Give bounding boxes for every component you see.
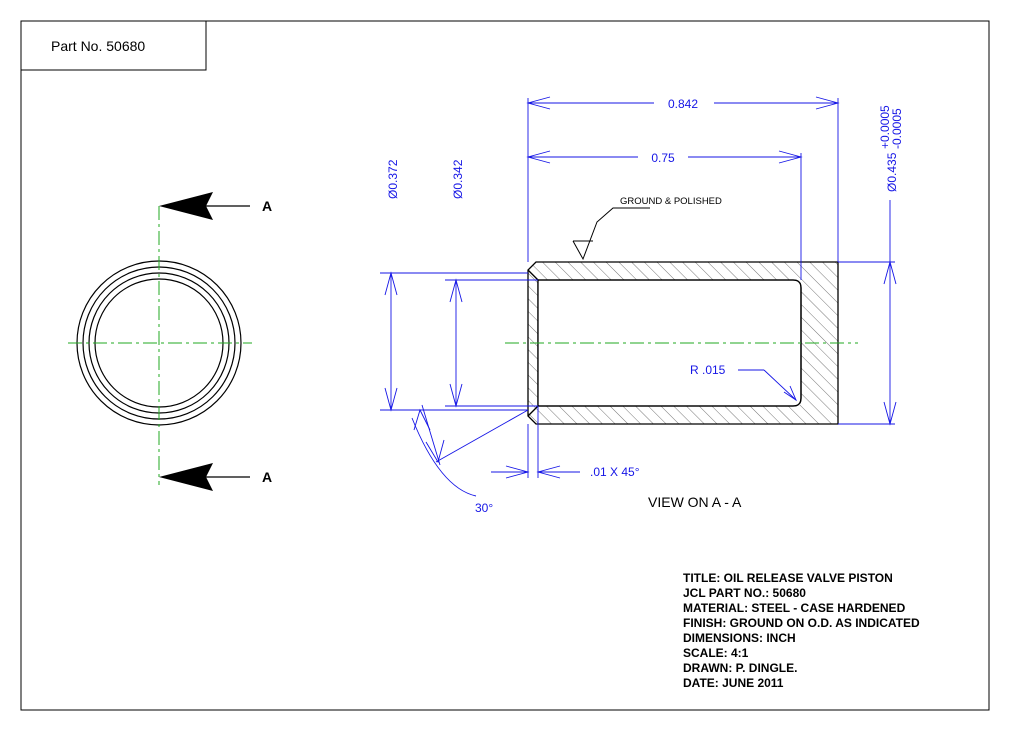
title-block-finish: FINISH: GROUND ON O.D. AS INDICATED — [683, 616, 920, 630]
dim-dia-0342: Ø0.342 — [449, 159, 465, 408]
dim-outer-tol-plus: +0.0005 — [878, 105, 892, 149]
part-number-box: Part No. 50680 — [20, 20, 207, 71]
dim-bore-length: 0.75 — [526, 149, 803, 165]
part-number-label: Part No. 50680 — [51, 38, 145, 54]
dim-chamfer-label: .01 X 45° — [590, 465, 640, 479]
title-block-drawn: DRAWN: P. DINGLE. — [683, 661, 797, 675]
dim-dia-0342-label: Ø0.342 — [451, 159, 465, 199]
dim-dia-0372: Ø0.372 — [384, 159, 400, 412]
title-block-dimensions: DIMENSIONS: INCH — [683, 631, 796, 645]
section-arrow-bottom: A — [159, 463, 272, 491]
dim-overall-length: 0.842 — [526, 95, 840, 111]
sheet-border — [20, 20, 990, 711]
dim-bore-length-label: 0.75 — [651, 151, 675, 165]
dim-overall-length-label: 0.842 — [668, 97, 698, 111]
section-view: GROUND & POLISHED 0.842 0.75 — [380, 95, 904, 515]
title-block-part: JCL PART NO.: 50680 — [683, 586, 806, 600]
dim-outer-tol-minus: -0.0005 — [890, 108, 904, 149]
title-block-date: DATE: JUNE 2011 — [683, 676, 784, 690]
end-view: A A — [68, 192, 272, 491]
dim-angle-label: 30° — [475, 501, 493, 515]
finish-callout: GROUND & POLISHED — [620, 196, 722, 207]
dim-outer-diameter-label: Ø0.435 — [885, 152, 899, 192]
dim-outer-diameter: Ø0.435 +0.0005 -0.0005 — [878, 105, 904, 426]
dim-radius: R .015 — [690, 363, 798, 402]
dim-angle: 30° — [411, 404, 529, 515]
dim-dia-0372-label: Ø0.372 — [386, 159, 400, 199]
section-label-bottom: A — [262, 469, 272, 485]
title-block-material: MATERIAL: STEEL - CASE HARDENED — [683, 601, 906, 615]
title-block-scale: SCALE: 4:1 — [683, 646, 749, 660]
dim-radius-label: R .015 — [690, 363, 726, 377]
view-label: VIEW ON A - A — [648, 494, 742, 510]
section-label-top: A — [262, 198, 272, 214]
dim-chamfer: .01 X 45° — [491, 465, 640, 479]
section-arrow-top: A — [159, 192, 272, 220]
finish-symbol: GROUND & POLISHED — [572, 196, 722, 261]
title-block: TITLE: OIL RELEASE VALVE PISTON JCL PART… — [683, 571, 920, 690]
title-block-title: TITLE: OIL RELEASE VALVE PISTON — [683, 571, 893, 585]
